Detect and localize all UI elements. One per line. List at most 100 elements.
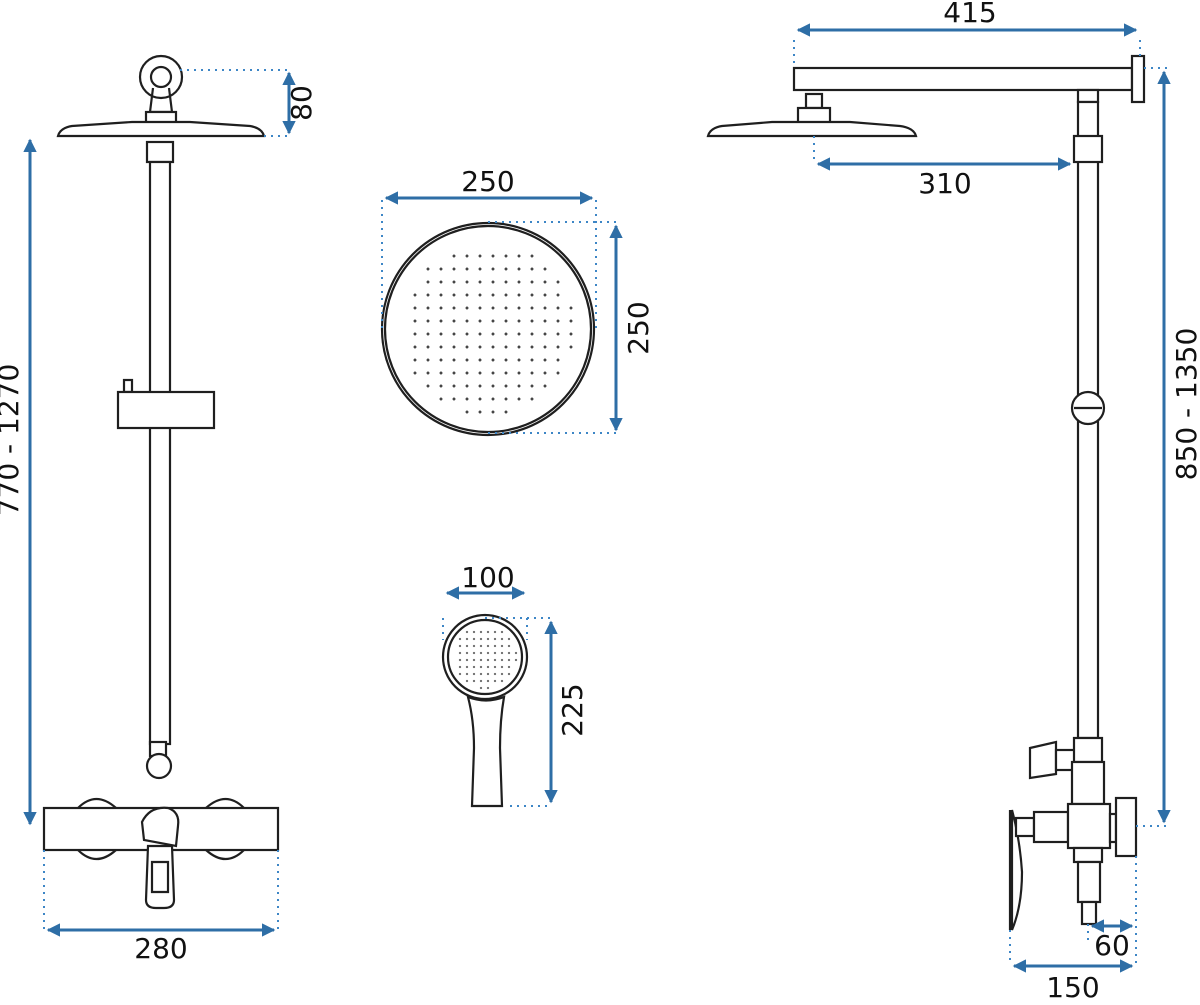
nozzle — [507, 644, 511, 648]
nozzle — [491, 267, 495, 271]
riser-pipe — [148, 160, 172, 746]
nozzle — [465, 319, 469, 323]
nozzle — [478, 280, 482, 284]
nozzle — [491, 306, 495, 310]
nozzle — [478, 397, 482, 401]
label-280: 280 — [134, 932, 187, 965]
nozzle — [465, 267, 469, 271]
nozzle — [486, 679, 490, 683]
nozzle — [452, 280, 456, 284]
side-diverter — [1028, 740, 1058, 780]
nozzle — [517, 306, 521, 310]
nozzle — [543, 371, 547, 375]
nozzle — [507, 637, 511, 641]
nozzle — [478, 267, 482, 271]
nozzle — [426, 306, 430, 310]
nozzle — [491, 358, 495, 362]
nozzle — [472, 644, 476, 648]
nozzle — [569, 345, 573, 349]
nozzle — [472, 672, 476, 676]
nozzle — [452, 345, 456, 349]
nozzle — [426, 332, 430, 336]
nozzle — [491, 254, 495, 258]
nozzle — [426, 345, 430, 349]
nozzle — [517, 358, 521, 362]
nozzle — [439, 345, 443, 349]
side-view — [706, 54, 1146, 931]
nozzle — [465, 665, 469, 669]
bath-spout — [144, 844, 176, 910]
nozzle — [452, 293, 456, 297]
nozzle — [569, 332, 573, 336]
nozzle — [479, 672, 483, 676]
nozzle — [530, 280, 534, 284]
nozzle — [465, 630, 469, 634]
nozzle — [556, 280, 560, 284]
nozzle — [465, 358, 469, 362]
nozzle — [493, 644, 497, 648]
nozzle — [556, 371, 560, 375]
nozzle — [452, 358, 456, 362]
nozzle — [465, 637, 469, 641]
nozzle — [486, 672, 490, 676]
nozzle — [556, 358, 560, 362]
nozzle — [479, 658, 483, 662]
nozzle — [452, 254, 456, 258]
nozzle — [507, 672, 511, 676]
nozzle — [465, 280, 469, 284]
label-415: 415 — [943, 0, 996, 29]
head-arm-joint — [148, 87, 174, 114]
nozzle — [458, 637, 462, 641]
nozzle — [556, 319, 560, 323]
nozzle — [517, 254, 521, 258]
hand-shower-slider — [116, 390, 216, 430]
nozzle — [452, 267, 456, 271]
nozzle — [472, 630, 476, 634]
arm-end-cap — [1130, 54, 1146, 104]
nozzle — [543, 293, 547, 297]
nozzle — [478, 293, 482, 297]
nozzle — [413, 358, 417, 362]
spout-top — [140, 806, 180, 848]
nozzle — [530, 345, 534, 349]
nozzle — [500, 637, 504, 641]
nozzle — [486, 686, 490, 690]
nozzle — [478, 410, 482, 414]
nozzle — [500, 665, 504, 669]
nozzle — [486, 665, 490, 669]
nozzle — [458, 665, 462, 669]
nozzle — [491, 332, 495, 336]
nozzle — [500, 658, 504, 662]
nozzle — [517, 345, 521, 349]
overhead-arm — [792, 66, 1134, 92]
nozzle — [426, 358, 430, 362]
hand-shower — [441, 613, 529, 808]
nozzle — [504, 267, 508, 271]
nozzle — [478, 306, 482, 310]
nozzle — [413, 319, 417, 323]
nozzle — [500, 651, 504, 655]
nozzle — [493, 679, 497, 683]
nozzle — [465, 410, 469, 414]
nozzle — [504, 254, 508, 258]
nozzle — [491, 384, 495, 388]
nozzle — [452, 397, 456, 401]
nozzle — [504, 358, 508, 362]
nozzle — [504, 397, 508, 401]
nozzle — [530, 319, 534, 323]
nozzle — [458, 658, 462, 662]
label-head-width: 250 — [461, 165, 514, 198]
nozzle — [530, 371, 534, 375]
nozzle — [439, 384, 443, 388]
nozzle — [439, 267, 443, 271]
nozzle — [491, 280, 495, 284]
nozzle — [478, 345, 482, 349]
label-left-height: 770 - 1270 — [0, 364, 25, 517]
nozzle — [479, 630, 483, 634]
nozzle — [465, 306, 469, 310]
nozzle — [465, 384, 469, 388]
rain-shower-head-front — [56, 120, 266, 138]
nozzle — [478, 384, 482, 388]
nozzle — [500, 630, 504, 634]
